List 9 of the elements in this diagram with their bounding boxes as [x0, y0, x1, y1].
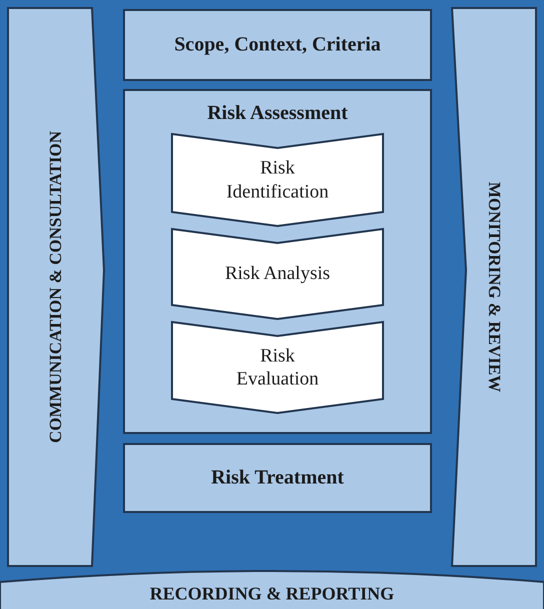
- box-label: Scope, Context, Criteria: [174, 34, 381, 56]
- group-heading: Risk Assessment: [206, 102, 349, 125]
- vertical-label: COMMUNICATION & CONSULTATION: [46, 131, 66, 443]
- vertical-label: MONITORING & REVIEW: [484, 182, 504, 392]
- step-label: Risk Identification: [225, 156, 330, 204]
- box-label: Risk Treatment: [211, 466, 344, 490]
- step-label: Risk Analysis: [224, 262, 332, 286]
- box-label: RECORDING & REPORTING: [150, 584, 394, 605]
- step-label: Risk Evaluation: [235, 344, 320, 392]
